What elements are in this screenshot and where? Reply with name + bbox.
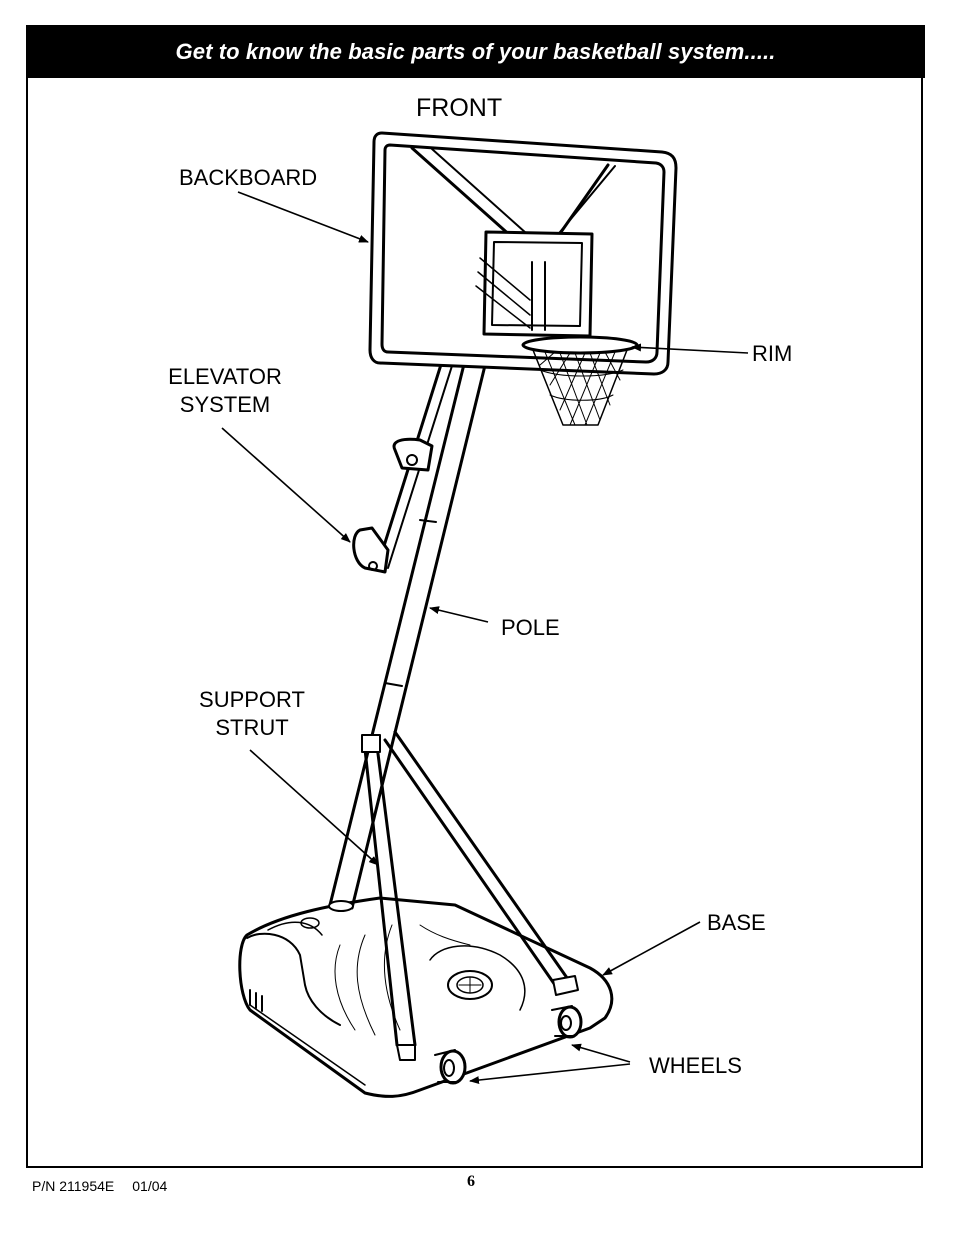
- strut-label-line1: SUPPORT: [199, 687, 305, 712]
- strut-label-line2: STRUT: [215, 715, 289, 740]
- header-title: Get to know the basic parts of your bask…: [175, 38, 776, 64]
- rim-drawing: [521, 335, 639, 426]
- footer-part-info: P/N 211954E 01/04: [32, 1178, 167, 1194]
- backboard-label: BACKBOARD: [179, 165, 318, 190]
- wheels-drawing: [434, 1005, 583, 1085]
- section-header: Get to know the basic parts of your bask…: [26, 25, 925, 78]
- support-strut-label: SUPPORT STRUT: [189, 686, 315, 742]
- base-drawing: [238, 896, 614, 1098]
- elevator-label-line2: SYSTEM: [179, 392, 271, 417]
- backboard-arrow: [237, 191, 369, 243]
- front-view-label: FRONT: [416, 94, 503, 122]
- pole-drawing: [328, 338, 492, 912]
- wheels-label: WHEELS: [649, 1053, 742, 1078]
- strut-arrow: [249, 749, 379, 866]
- wheels-arrow-right: [571, 1043, 631, 1063]
- part-number: P/N 211954E: [32, 1178, 115, 1194]
- base-label: BASE: [707, 910, 766, 935]
- base-arrow: [602, 921, 701, 976]
- elevator-arrow: [221, 427, 351, 543]
- pole-arrow: [429, 606, 489, 623]
- wheels-arrow-left: [469, 1063, 631, 1085]
- elevator-label-line1: ELEVATOR: [168, 364, 282, 389]
- rim-label: RIM: [752, 341, 793, 366]
- support-strut-drawing: [361, 730, 579, 1061]
- elevator-system-label: ELEVATOR SYSTEM: [160, 363, 290, 419]
- pole-label: POLE: [501, 615, 560, 640]
- page-number: 6: [467, 1173, 475, 1190]
- revision-date: 01/04: [132, 1178, 168, 1194]
- rim-arrow: [631, 343, 749, 354]
- backboard-drawing: [368, 131, 678, 376]
